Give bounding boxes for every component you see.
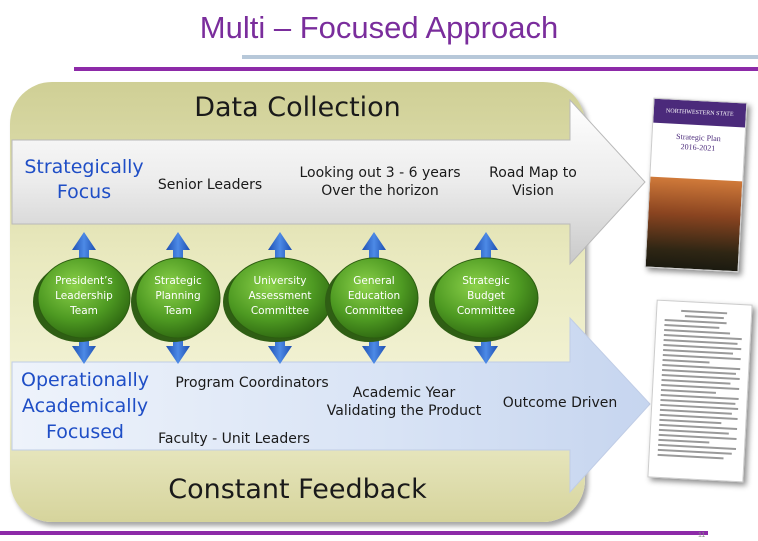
group-3-line1: University xyxy=(253,275,307,287)
horizon-text: Looking out 3 - 6 years Over the horizon xyxy=(280,164,480,200)
group-5-line3: Committee xyxy=(456,304,516,317)
up-arrow-3 xyxy=(268,232,292,262)
document-title: Strategic Plan 2016-2021 xyxy=(652,131,745,155)
road-map-line2: Vision xyxy=(512,183,554,200)
vertical-arrows xyxy=(72,232,498,364)
group-label-university-assessment: University Assessment Committee xyxy=(236,274,324,319)
group-3-line3: Committee xyxy=(250,304,310,317)
up-arrow-1 xyxy=(72,232,96,262)
document-text-lines xyxy=(657,309,744,460)
group-5-line2: Budget xyxy=(467,289,505,302)
road-map-line1: Road Map to xyxy=(489,165,577,181)
up-arrow-2 xyxy=(166,232,190,262)
down-arrow-5 xyxy=(474,334,498,364)
top-gray-rule xyxy=(242,55,758,59)
constant-feedback-label: Constant Feedback xyxy=(168,474,427,505)
group-2-line3: Team xyxy=(164,304,192,317)
group-5-line1: Strategic xyxy=(462,275,510,287)
oval-strategic-budget xyxy=(433,257,539,339)
up-arrow-4 xyxy=(362,232,386,262)
group-4-line1: General xyxy=(353,275,395,287)
group-2-line2: Planning xyxy=(155,289,201,302)
group-4-line2: Education xyxy=(347,289,401,302)
slide-title: Multi – Focused Approach xyxy=(199,10,559,45)
campus-photo xyxy=(645,176,743,272)
focus-text: Focus xyxy=(56,180,112,203)
program-coordinators-text: Program Coordinators xyxy=(175,375,329,391)
road-map-text: Road Map to Vision xyxy=(478,164,588,200)
academic-year-line2: Validating the Product xyxy=(326,403,482,420)
down-arrow-3 xyxy=(268,334,292,364)
group-1-line2: Leadership xyxy=(55,289,113,302)
group-ovals xyxy=(33,257,539,342)
down-arrow-4 xyxy=(362,334,386,364)
academic-year-text: Academic Year Validating the Product xyxy=(314,384,494,420)
group-label-general-education: General Education Committee xyxy=(334,274,414,319)
top-purple-rule xyxy=(74,67,758,71)
outcome-driven-text: Outcome Driven xyxy=(502,395,618,411)
down-arrow-2 xyxy=(166,334,190,364)
group-4-line3: Committee xyxy=(344,304,404,317)
group-label-strategic-budget: Strategic Budget Committee xyxy=(442,274,530,319)
oval-strategic-planning xyxy=(135,257,221,339)
group-label-strategic-planning: Strategic Planning Team xyxy=(140,274,216,319)
down-arrow-1 xyxy=(72,334,96,364)
group-3-line2: Assessment xyxy=(248,289,312,302)
operationally-focused-label: Operationally Academically Focused xyxy=(12,368,158,445)
operational-arrow xyxy=(11,316,651,494)
slide-number: 11 xyxy=(698,532,706,539)
academic-year-line1: Academic Year xyxy=(352,385,456,401)
strategically-focus-label: Strategically Focus xyxy=(14,155,154,204)
assessment-report-document xyxy=(647,299,753,483)
document-header: NORTHWESTERN STATE xyxy=(653,98,747,128)
academically-text: Academically xyxy=(21,394,149,417)
strategically-text: Strategically xyxy=(24,156,144,178)
oval-presidents-leadership xyxy=(37,257,131,339)
faculty-unit-leaders-text: Faculty - Unit Leaders xyxy=(158,431,310,447)
horizon-line1: Looking out 3 - 6 years xyxy=(299,165,461,181)
bottom-purple-rule xyxy=(0,531,708,535)
oval-general-education xyxy=(329,257,419,339)
strategic-plan-document: NORTHWESTERN STATE Strategic Plan 2016-2… xyxy=(644,97,748,273)
data-collection-label: Data Collection xyxy=(194,92,401,123)
group-label-presidents-leadership: President’s Leadership Team xyxy=(44,274,124,319)
senior-leaders-text: Senior Leaders xyxy=(157,177,263,193)
strategic-arrow xyxy=(11,98,646,266)
focused-text: Focused xyxy=(45,420,124,443)
up-arrow-5 xyxy=(474,232,498,262)
horizon-line2: Over the horizon xyxy=(321,183,439,200)
group-2-line1: Strategic xyxy=(154,275,202,287)
group-1-line1: President’s xyxy=(55,275,113,287)
group-1-line3: Team xyxy=(70,304,98,317)
operationally-text: Operationally xyxy=(21,369,149,391)
